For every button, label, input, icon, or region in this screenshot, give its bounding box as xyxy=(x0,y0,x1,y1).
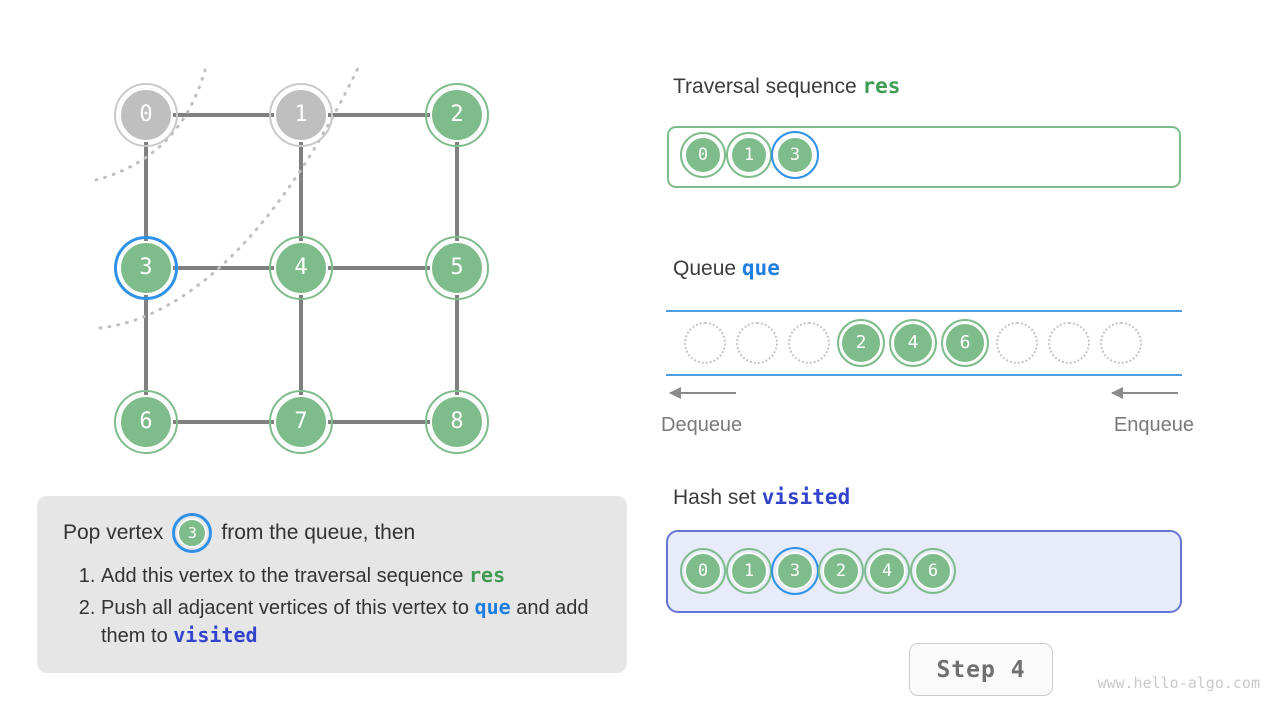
queue-slot-empty xyxy=(684,322,726,364)
graph-node-6[interactable]: 6 xyxy=(114,390,178,454)
visited-heading-text: Hash set xyxy=(673,486,756,509)
visited-item: 0 xyxy=(680,548,726,594)
res-heading-text: Traversal sequence xyxy=(673,75,857,98)
queue-slot-filled: 4 xyxy=(889,319,937,367)
dequeue-arrow-icon xyxy=(669,387,736,399)
res-heading: Traversal sequence res xyxy=(673,74,900,99)
node-outer-ring xyxy=(818,548,864,594)
node-outer-ring xyxy=(680,548,726,594)
node-outer-ring xyxy=(114,390,178,454)
node-outer-ring xyxy=(726,132,772,178)
queue-slot-empty xyxy=(1048,322,1090,364)
step2-var-visited: visited xyxy=(173,623,258,647)
node-highlight-ring xyxy=(771,131,819,179)
visited-item: 3 xyxy=(771,547,819,595)
explanation-lead: Pop vertex 3 from the queue, then xyxy=(63,513,601,553)
res-item: 1 xyxy=(726,132,772,178)
graph-node-7[interactable]: 7 xyxy=(269,390,333,454)
queue-heading: Queue que xyxy=(673,256,780,281)
queue-node: 2 xyxy=(837,319,885,367)
queue-node: 6 xyxy=(941,319,989,367)
node-outer-ring xyxy=(114,236,178,300)
visited-heading: Hash set visited xyxy=(673,485,850,510)
step1-text: Add this vertex to the traversal sequenc… xyxy=(101,565,464,587)
node-outer-ring xyxy=(425,83,489,147)
graph-node-3[interactable]: 3 xyxy=(114,236,178,300)
queue-slot-empty xyxy=(1100,322,1142,364)
queue-slot-filled: 6 xyxy=(941,319,989,367)
queue-rail-bottom xyxy=(666,374,1182,376)
explanation-vertex-badge: 3 xyxy=(172,513,213,553)
visited-item: 2 xyxy=(818,548,864,594)
queue-slot-empty xyxy=(788,322,830,364)
explanation-steps: Add this vertex to the traversal sequenc… xyxy=(63,562,601,650)
node-outer-ring xyxy=(680,132,726,178)
node-outer-ring xyxy=(269,83,333,147)
explanation-step-1: Add this vertex to the traversal sequenc… xyxy=(101,562,601,590)
vertex-highlight-ring xyxy=(172,513,213,553)
queue-slot-empty xyxy=(996,322,1038,364)
step2-mid: and add them to xyxy=(101,597,589,647)
queue-heading-var: que xyxy=(741,256,780,280)
queue-slot-filled: 2 xyxy=(837,319,885,367)
node-outer-ring xyxy=(941,319,989,367)
step2-var-que: que xyxy=(474,595,511,619)
visited-item: 1 xyxy=(726,548,772,594)
node-outer-ring xyxy=(114,83,178,147)
res-heading-var: res xyxy=(862,74,901,98)
visited-item: 4 xyxy=(864,548,910,594)
enqueue-arrow-icon xyxy=(1111,387,1178,399)
node-outer-ring xyxy=(837,319,885,367)
dequeue-label: Dequeue xyxy=(661,414,743,436)
graph-node-5[interactable]: 5 xyxy=(425,236,489,300)
watermark: www.hello-algo.com xyxy=(1097,674,1260,692)
node-outer-ring xyxy=(910,548,956,594)
node-outer-ring xyxy=(425,390,489,454)
queue-arrows xyxy=(666,386,1182,402)
node-outer-ring xyxy=(269,236,333,300)
node-highlight-ring xyxy=(771,547,819,595)
queue-heading-text: Queue xyxy=(673,257,737,280)
queue-rail-top xyxy=(666,310,1182,312)
visited-heading-var: visited xyxy=(761,485,851,509)
explanation-panel: Pop vertex 3 from the queue, then Add th… xyxy=(37,496,627,673)
graph-panel: 0 1 2 3 4 5 6 7 8 xyxy=(0,0,620,480)
res-item: 0 xyxy=(680,132,726,178)
visited-item: 6 xyxy=(910,548,956,594)
res-item: 3 xyxy=(771,131,819,179)
bfs-wavefront-1 xyxy=(94,68,207,182)
node-outer-ring xyxy=(889,319,937,367)
explanation-step-2: Push all adjacent vertices of this verte… xyxy=(101,594,601,650)
graph-node-2[interactable]: 2 xyxy=(425,83,489,147)
graph-node-0[interactable]: 0 xyxy=(114,83,178,147)
step-badge: Step 4 xyxy=(909,643,1053,696)
node-outer-ring xyxy=(726,548,772,594)
graph-node-4[interactable]: 4 xyxy=(269,236,333,300)
node-outer-ring xyxy=(864,548,910,594)
node-outer-ring xyxy=(425,236,489,300)
explanation-lead-after: from the queue, then xyxy=(221,521,416,544)
graph-node-1[interactable]: 1 xyxy=(269,83,333,147)
graph-node-8[interactable]: 8 xyxy=(425,390,489,454)
step1-var: res xyxy=(468,563,506,587)
node-outer-ring xyxy=(269,390,333,454)
step2-text: Push all adjacent vertices of this verte… xyxy=(101,597,469,619)
queue-slot-empty xyxy=(736,322,778,364)
queue-node: 4 xyxy=(889,319,937,367)
enqueue-label: Enqueue xyxy=(1113,414,1194,436)
explanation-lead-before: Pop vertex xyxy=(63,521,164,544)
